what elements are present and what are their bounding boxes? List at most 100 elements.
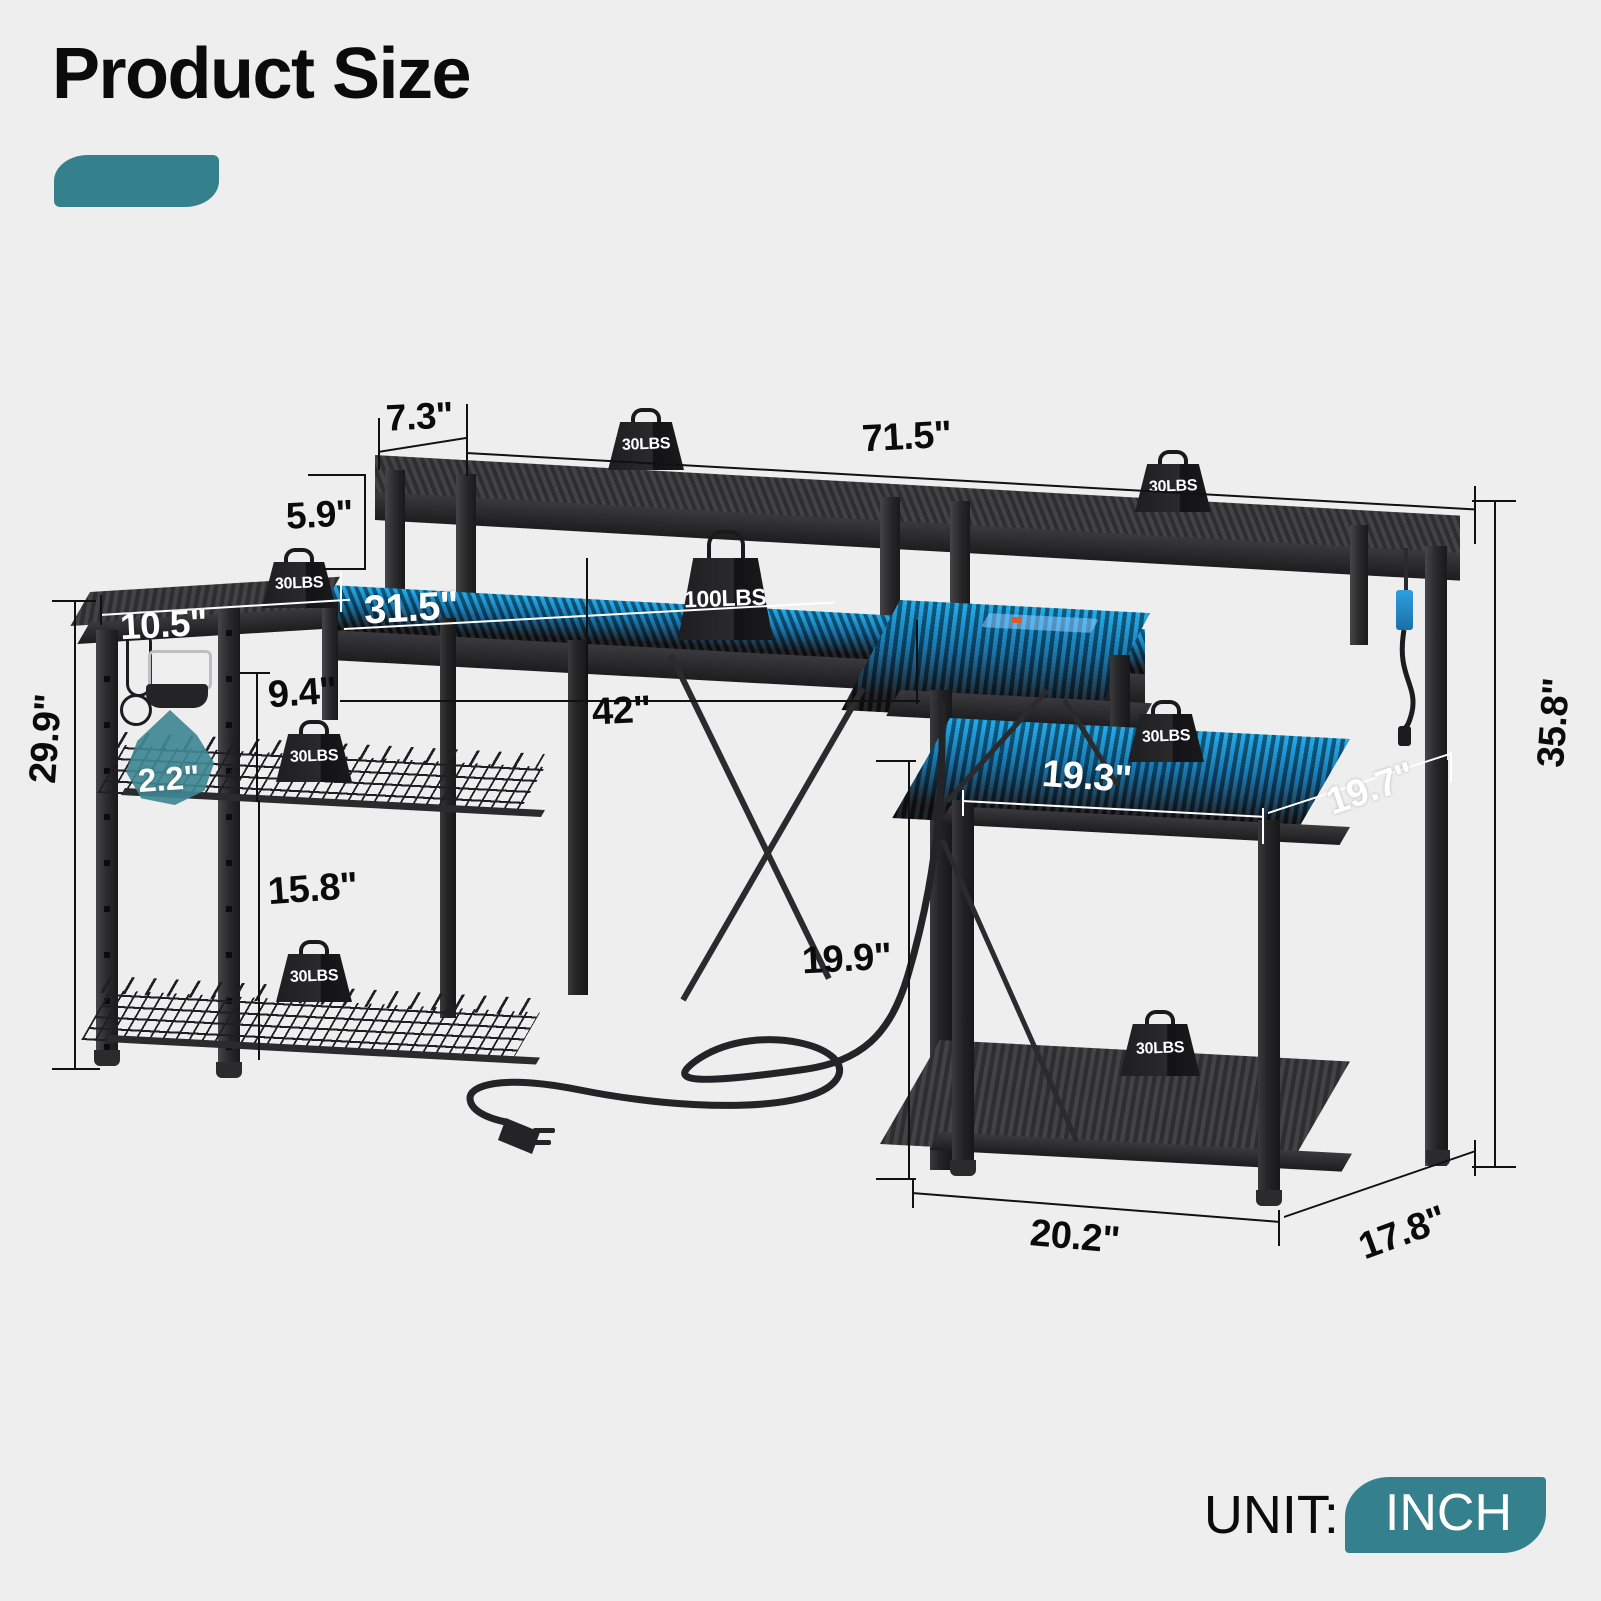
power-outlet-led [1012,617,1022,623]
weight-label: 30LBS [1141,727,1191,746]
weight-body: 30LBS [276,954,352,1002]
rule-left-height-top [52,600,96,602]
hutch-leg-left [385,470,405,610]
rule-hutch-width-end [1474,486,1476,544]
rule-total-height-top [1472,500,1516,502]
unit-badge: UNIT: INCH [1204,1477,1546,1553]
weight-body: 30LBS [1120,1024,1200,1076]
dim-base-width: 20.2" [1028,1212,1122,1262]
rule-total-height-bot [1472,1166,1516,1168]
tower-foot-left [94,1050,120,1066]
rule-base-width-a [912,1180,914,1208]
rule-desk-depth-b [916,620,918,704]
unit-value-pill: INCH [1344,1477,1546,1553]
rule-side-shelf-width-a [962,790,964,816]
rule-total-height [1494,500,1496,1168]
rule-left-height [74,600,76,1070]
rule-left-depth-b [340,572,342,612]
weight-handle-icon [1151,700,1181,726]
weight-handle-icon [1158,450,1188,476]
rule-hutch-clearance-bot [322,568,366,570]
side-unit-post-back-right [1428,760,1448,1160]
page-title: Product Size [52,34,472,114]
hutch-leg-right-rear [1350,525,1368,645]
rule-side-unit-height-top [876,760,916,762]
rule-desk-depth [340,700,920,702]
dim-hook-diameter: 2.2" [136,757,201,800]
dim-shelf-gap-lower: 15.8" [266,864,359,914]
weight-handle-icon [284,548,314,574]
hutch-leg-mid-b [880,497,900,627]
rule-hutch-depth-right [466,404,468,476]
side-bottom-weight: 30LBS [1120,1010,1200,1076]
dim-hutch-width: 71.5" [860,413,953,461]
rule-side-shelf-depth-end [1450,752,1452,782]
weight-handle-icon [299,940,329,966]
rule-base-depth-end [1474,1140,1476,1176]
rule-hutch-depth-left [378,418,380,470]
dim-shelf-gap-upper: 9.4" [266,669,339,717]
dim-total-left-height: 29.9" [22,692,71,785]
dim-desk-left-width: 31.5" [362,583,460,633]
dim-base-depth: 17.8" [1353,1197,1452,1269]
rule-side-unit-height-bot [876,1178,916,1180]
weight-handle-icon [1145,1010,1175,1036]
dim-hutch-clearance: 5.9" [284,492,354,537]
tower-foot-right [216,1062,242,1078]
side-unit-post-front-right [1258,820,1280,1200]
weight-handle-icon [631,408,661,434]
title-accent-shape [54,155,219,207]
rule-desk-depth-a [586,558,588,704]
left-top-weight: 30LBS [262,548,336,608]
weight-body: 30LBS [276,734,352,782]
rule-left-depth-a [100,595,102,625]
dim-desk-depth: 42" [590,688,652,734]
rule-gap-upper [256,672,258,802]
weight-body: 30LBS [1135,464,1211,512]
weight-label: 30LBS [289,967,339,986]
weight-label: 30LBS [289,747,339,766]
unit-label: UNIT: [1203,1485,1339,1545]
desktop-weight: 100LBS [678,530,773,640]
weight-body: 100LBS [678,558,773,640]
side-unit-foot-right [1256,1190,1282,1206]
tower-post-back-right [322,600,338,720]
weight-body: 30LBS [1128,714,1204,762]
mesh-upper-weight: 30LBS [276,720,352,782]
dim-hutch-depth: 7.3" [384,394,454,439]
weight-handle-icon [299,720,329,746]
cup-holder-tray [146,684,208,708]
side-unit-post-front-left [952,800,974,1170]
hutch-right-weight: 30LBS [1135,450,1211,512]
weight-handle-icon [706,530,745,566]
led-controller-cable [1404,548,1408,593]
rule-hutch-clearance-top [308,474,366,476]
side-top-weight: 30LBS [1128,700,1204,762]
rule-base-width-b [1278,1210,1280,1246]
rule-left-height-bot [52,1068,100,1070]
side-unit-foot-left [950,1160,976,1176]
dim-side-shelf-depth: 19.7" [1321,754,1420,824]
rule-gap-lower [258,800,260,1060]
rule-hutch-clearance [364,474,366,569]
weight-label: 30LBS [621,435,671,454]
desk-leg-left-front [568,640,588,995]
rule-side-shelf-width-b [1262,808,1264,844]
headphone-hook [120,694,152,726]
peg-holes-front-left [104,650,110,1050]
desk-x-brace-a [668,653,832,980]
led-controller [1396,590,1413,630]
dim-left-shelf-depth: 10.5" [118,601,209,648]
dim-side-shelf-width: 19.3" [1040,752,1133,802]
desk-leg-left-back [440,618,456,1018]
peg-holes-front-right [226,630,232,1050]
weight-label: 30LBS [1135,1039,1185,1058]
rule-gap-upper-top [240,672,270,674]
mesh-lower-weight: 30LBS [276,940,352,1002]
hutch-leg-mid-a [456,474,476,616]
dim-side-unit-height: 19.9" [800,935,893,983]
dim-total-height: 35.8" [1530,676,1579,769]
hutch-leg-mid-c [950,501,970,629]
weight-label: 30LBS [274,574,324,593]
